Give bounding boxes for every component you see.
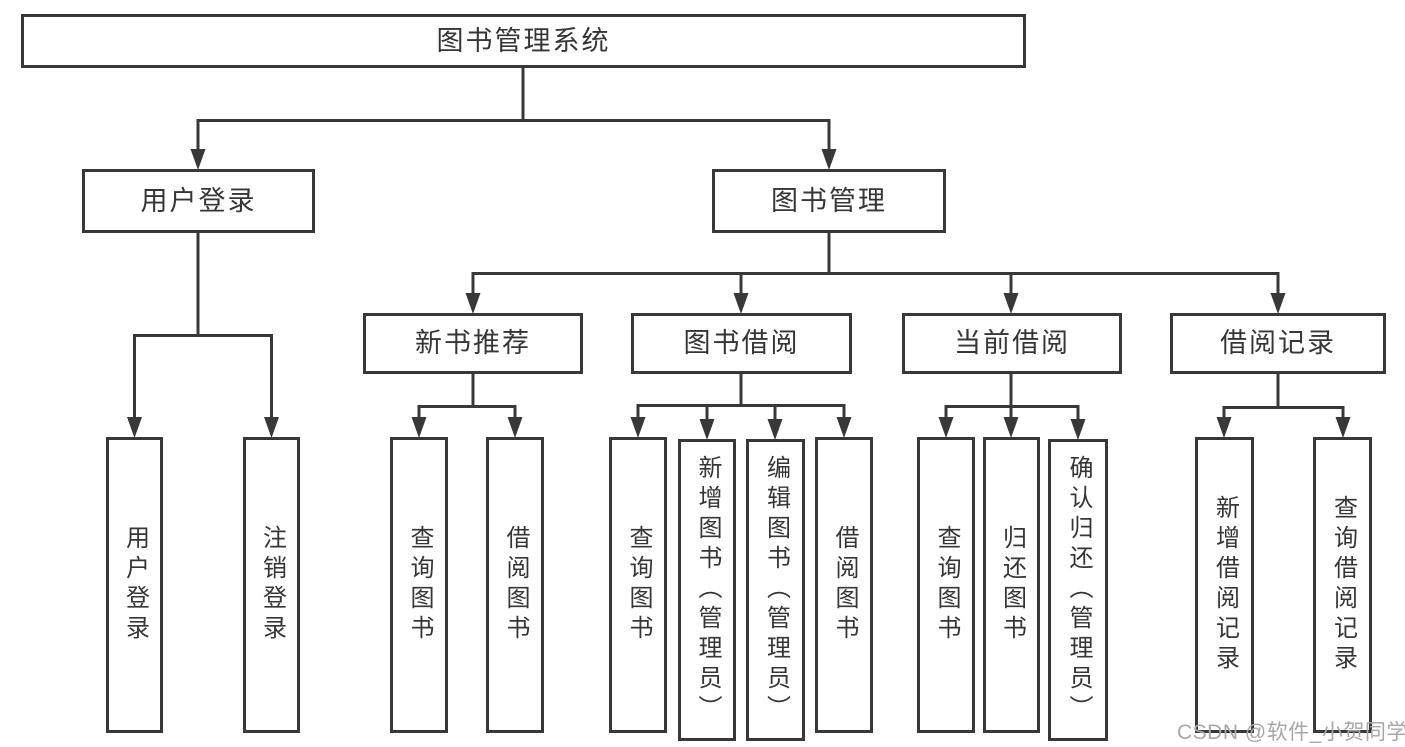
leaf-confirm-return-admin-label: 确认归还（管理员） (1065, 455, 1092, 725)
node-borrow-records-label: 借阅记录 (1220, 328, 1336, 358)
node-book-borrowing: 图书借阅 (631, 313, 852, 374)
node-new-book-recommend: 新书推荐 (363, 313, 583, 374)
node-book-management-label: 图书管理 (771, 185, 887, 216)
connector-path (133, 68, 1345, 426)
node-root: 图书管理系统 (21, 14, 1026, 68)
leaf-add-book-admin: 新增图书（管理员） (678, 439, 736, 741)
leaf-query-books-recommend-label: 查询图书 (406, 525, 433, 645)
node-current-borrowing-label: 当前借阅 (954, 328, 1070, 358)
leaf-query-books-current-label: 查询图书 (933, 525, 960, 645)
leaf-query-books-borrowing-label: 查询图书 (625, 525, 652, 645)
node-book-management: 图书管理 (712, 169, 946, 233)
leaf-return-book-label: 归还图书 (998, 525, 1026, 645)
leaf-confirm-return-admin: 确认归还（管理员） (1048, 439, 1108, 741)
leaf-borrow-books-borrowing: 借阅图书 (815, 437, 873, 733)
leaf-query-books-borrowing: 查询图书 (609, 437, 667, 733)
leaf-user-login-label: 用户登录 (121, 525, 149, 645)
leaf-borrow-books-recommend-label: 借阅图书 (502, 525, 529, 645)
node-current-borrowing: 当前借阅 (902, 313, 1122, 374)
leaf-query-borrow-record: 查询借阅记录 (1313, 437, 1372, 733)
leaf-borrow-books-borrowing-label: 借阅图书 (831, 525, 858, 645)
leaf-user-login: 用户登录 (106, 437, 163, 733)
node-new-book-recommend-label: 新书推荐 (415, 328, 531, 358)
leaf-query-books-current: 查询图书 (917, 437, 975, 733)
node-borrow-records: 借阅记录 (1170, 313, 1386, 374)
leaf-logout: 注销登录 (243, 437, 300, 733)
node-root-label: 图书管理系统 (436, 25, 611, 56)
leaf-borrow-books-recommend: 借阅图书 (486, 437, 544, 733)
leaf-add-book-admin-label: 新增图书（管理员） (694, 455, 721, 725)
arrowheads (127, 149, 1351, 440)
leaf-return-book: 归还图书 (983, 437, 1040, 733)
node-user-login-label: 用户登录 (140, 185, 257, 216)
leaf-edit-book-admin-label: 编辑图书（管理员） (762, 455, 790, 725)
leaf-edit-book-admin: 编辑图书（管理员） (746, 439, 805, 741)
leaf-logout-label: 注销登录 (258, 525, 286, 645)
leaf-query-books-recommend: 查询图书 (390, 437, 448, 733)
node-book-borrowing-label: 图书借阅 (683, 328, 800, 358)
node-user-login: 用户登录 (82, 169, 315, 233)
leaf-add-borrow-record: 新增借阅记录 (1195, 437, 1254, 733)
leaf-add-borrow-record-label: 新增借阅记录 (1211, 495, 1239, 675)
leaf-query-borrow-record-label: 查询借阅记录 (1329, 495, 1357, 675)
watermark: CSDN @软件_小贺同学 (1177, 721, 1405, 744)
